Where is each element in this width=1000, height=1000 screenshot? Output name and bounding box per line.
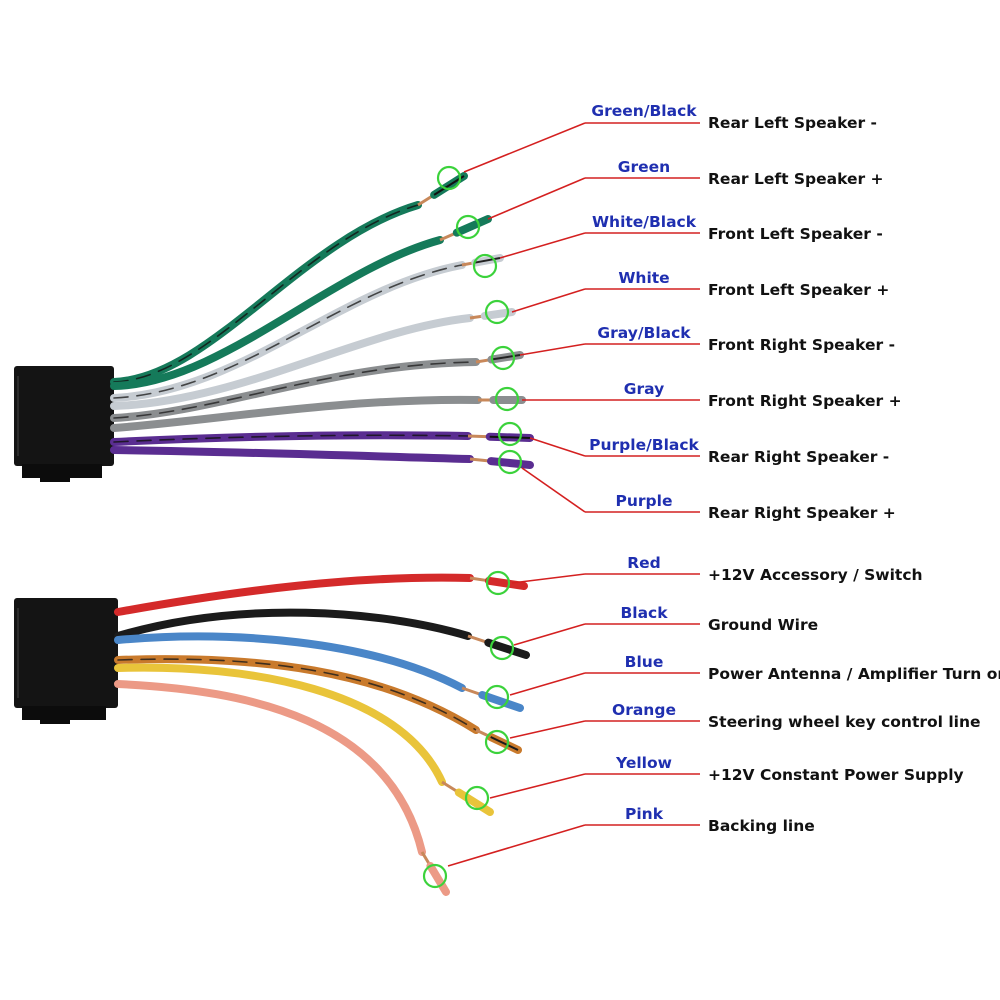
color-label-orange: Orange (612, 701, 676, 719)
wire-tip (454, 788, 494, 816)
leader-line (511, 573, 586, 584)
function-label-white: Front Left Speaker + (708, 281, 889, 299)
leader-line (463, 122, 586, 173)
function-label-gray-black: Front Right Speaker - (708, 336, 895, 354)
color-label-green-black: Green/Black (591, 102, 697, 120)
wire-end-highlight-circle (490, 345, 516, 371)
function-label-purple-black: Rear Right Speaker - (708, 448, 889, 466)
wire-tip (478, 691, 524, 712)
wire-pink (114, 680, 450, 896)
function-label-black: Ground Wire (708, 616, 818, 634)
leader-line (519, 343, 586, 356)
leader-line (509, 672, 586, 696)
wire-end-highlight-circle (484, 729, 510, 755)
wire-end-highlight-circle (436, 165, 462, 191)
color-label-red: Red (627, 554, 661, 572)
wire-orange (114, 655, 522, 754)
wire-white-black (110, 254, 504, 402)
lower-connector-housing (14, 598, 118, 724)
color-label-purple-black: Purple/Black (589, 436, 699, 454)
wire-end-highlight-circle (464, 785, 490, 811)
leader-line (513, 623, 586, 646)
wire-end-highlight-circle (484, 684, 510, 710)
color-label-black: Black (620, 604, 668, 622)
function-label-white-black: Front Left Speaker - (708, 225, 883, 243)
function-label-pink: Backing line (708, 817, 815, 835)
wire-end-highlight-circle (455, 214, 481, 240)
wire-gray-black (110, 351, 524, 422)
color-label-purple: Purple (616, 492, 673, 510)
function-label-yellow: +12V Constant Power Supply (708, 766, 964, 784)
wire-tip (426, 862, 450, 896)
wire-tip (484, 638, 530, 659)
color-label-green: Green (618, 158, 670, 176)
wire-purple-black (110, 431, 534, 446)
leader-line (509, 720, 586, 739)
function-label-green: Rear Left Speaker + (708, 170, 884, 188)
wire-end-highlight-circle (485, 570, 511, 596)
leader-line (511, 288, 586, 313)
wire-end-highlight-circle (422, 863, 448, 889)
leader-line (499, 232, 586, 259)
wire-end-highlight-circle (494, 386, 520, 412)
function-label-purple: Rear Right Speaker + (708, 504, 896, 522)
function-label-blue: Power Antenna / Amplifier Turn on (708, 665, 1000, 683)
function-label-green-black: Rear Left Speaker - (708, 114, 877, 132)
wire-black (114, 608, 530, 659)
wire-end-highlight-circle (497, 421, 523, 447)
function-label-orange: Steering wheel key control line (708, 713, 981, 731)
wire-red (114, 573, 528, 616)
color-label-yellow: Yellow (615, 754, 672, 772)
wire-yellow (114, 663, 494, 816)
wire-end-highlight-circle (497, 449, 523, 475)
function-label-red: +12V Accessory / Switch (708, 566, 923, 584)
upper-connector-housing (14, 366, 114, 482)
color-label-white: White (618, 269, 669, 287)
wire-green (110, 215, 492, 390)
wire-end-highlight-circle (484, 299, 510, 325)
color-label-gray-black: Gray/Black (597, 324, 691, 342)
wire-tip (484, 576, 528, 590)
leader-line (529, 437, 586, 457)
leader-line (447, 824, 586, 867)
wire-end-highlight-circle (489, 635, 515, 661)
wire-tip (487, 457, 534, 469)
color-label-blue: Blue (625, 653, 664, 671)
wire-purple (110, 446, 534, 469)
leader-line (521, 467, 586, 513)
leader-line (487, 177, 586, 220)
leader-line (489, 773, 586, 799)
wire-blue (114, 632, 524, 712)
function-label-gray: Front Right Speaker + (708, 392, 902, 410)
wire-end-highlight-circle (472, 253, 498, 279)
color-label-gray: Gray (624, 380, 664, 398)
wire-tip (452, 215, 492, 237)
color-label-pink: Pink (625, 805, 664, 823)
color-label-white-black: White/Black (592, 213, 697, 231)
